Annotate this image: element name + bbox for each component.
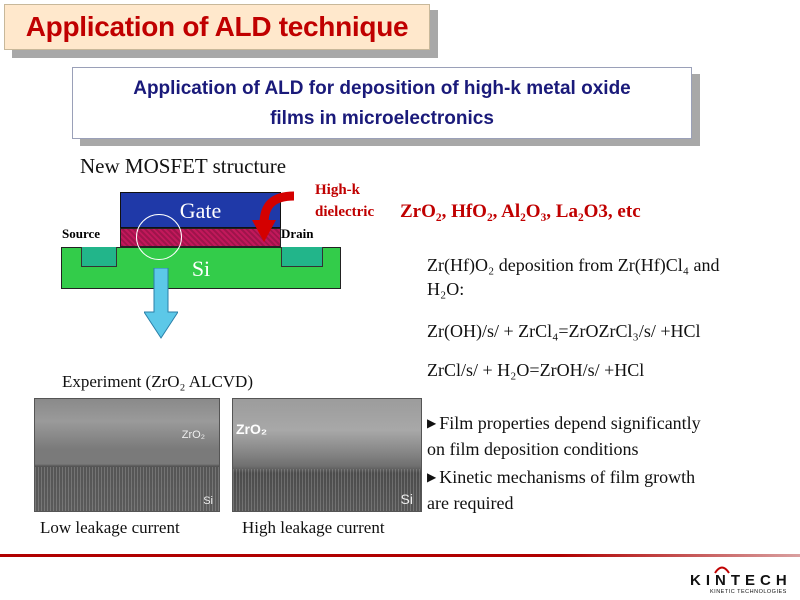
deposition-text-1: Zr(Hf)O₂ deposition from Zr(Hf)Cl₄ and: [427, 255, 720, 275]
crystal-lattice: [35, 467, 219, 511]
kintech-logo-icon: [714, 566, 730, 574]
subtitle-line-1: Application of ALD for deposition of hig…: [133, 78, 631, 99]
note-properties-1: ▶Film properties depend significantly: [427, 410, 701, 436]
si-label: Si: [191, 256, 211, 281]
kintech-logo: KINTECH: [690, 572, 792, 589]
tem-image-low-leakage: ZrO₂ Si: [34, 398, 220, 512]
note-kinetics-text: Kinetic mechanisms of film growth: [439, 467, 696, 487]
low-leakage-caption: Low leakage current: [40, 518, 180, 537]
source-contact: [81, 247, 117, 267]
drain-label: Drain: [281, 226, 314, 241]
high-leakage-caption: High leakage current: [242, 518, 385, 537]
tem-si-label: Si: [400, 491, 413, 507]
kintech-tagline: KINETIC TECHNOLOGIES: [710, 589, 787, 595]
tem-zro2-label: ZrO₂: [236, 421, 268, 437]
dielectric-label: dielectric: [315, 204, 375, 220]
note-kinetics-2: are required: [427, 493, 514, 513]
materials-list: ZrO₂, HfO₂, Al₂O₃, La₂O3, etc: [400, 201, 641, 222]
gate-label: Gate: [179, 198, 222, 223]
bullet-triangle-icon: ▶: [427, 470, 437, 484]
curved-arrow-icon: [252, 191, 295, 242]
tem-image-high-leakage: ZrO₂ Si: [232, 398, 422, 512]
bullet-triangle-icon: ▶: [427, 416, 437, 430]
down-arrow-icon: [144, 268, 178, 339]
experiment-heading: Experiment (ZrO₂ ALCVD): [62, 372, 253, 391]
mosfet-heading: New MOSFET structure: [80, 154, 287, 178]
subtitle-box: [72, 67, 692, 139]
highk-label: High-k: [315, 182, 361, 198]
reaction-2: ZrCl/s/ + H₂O=ZrOH/s/ +HCl: [427, 360, 645, 380]
tem-si-label: Si: [203, 495, 213, 507]
crystal-lattice: [233, 469, 421, 511]
drain-contact: [281, 247, 323, 267]
footer-divider: [0, 554, 800, 557]
note-properties-2: on film deposition conditions: [427, 439, 639, 459]
reaction-1: Zr(OH)/s/ + ZrCl₄=ZrOZrCl₃/s/ +HCl: [427, 321, 701, 341]
deposition-text-2: H₂O:: [427, 279, 465, 299]
title-banner: [4, 4, 430, 50]
subtitle-line-2: films in microelectronics: [270, 108, 494, 129]
zoom-circle: [136, 214, 182, 260]
source-label: Source: [62, 226, 101, 241]
page-title: Application of ALD technique: [25, 11, 409, 42]
note-kinetics-1: ▶Kinetic mechanisms of film growth: [427, 464, 695, 490]
tem-zro2-label: ZrO₂: [181, 429, 205, 441]
note-properties-text: Film properties depend significantly: [439, 413, 701, 433]
